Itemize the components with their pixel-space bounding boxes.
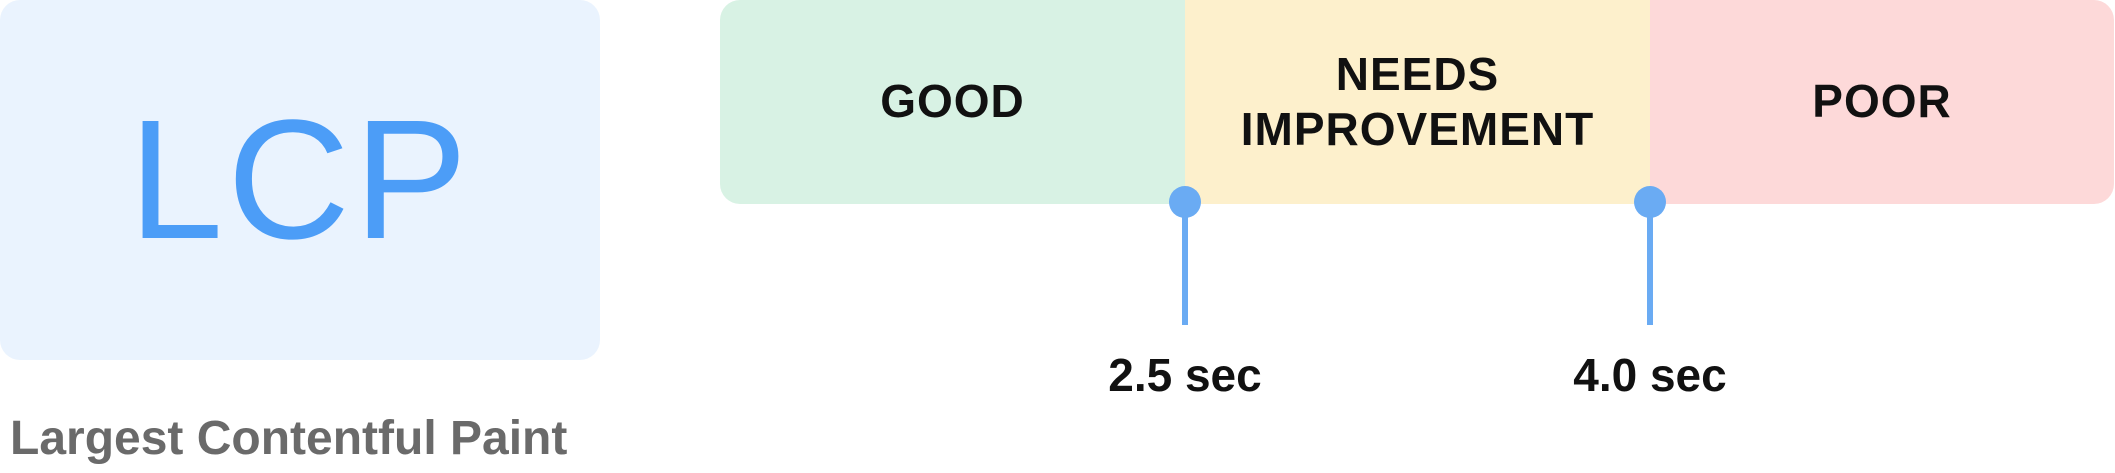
marker-dot xyxy=(1634,186,1666,218)
segment-good: GOOD xyxy=(720,0,1185,204)
marker-line xyxy=(1647,206,1653,325)
segment-needs-improvement: NEEDS IMPROVEMENT xyxy=(1185,0,1650,204)
segment-poor: POOR xyxy=(1650,0,2114,204)
marker-line xyxy=(1182,206,1188,325)
threshold-bar: GOOD NEEDS IMPROVEMENT POOR xyxy=(720,0,2114,204)
threshold-marker-good xyxy=(1168,186,1202,326)
metric-card: LCP xyxy=(0,0,600,360)
threshold-marker-poor xyxy=(1633,186,1667,326)
metric-abbreviation: LCP xyxy=(128,85,472,275)
metric-full-name: Largest Contentful Paint xyxy=(10,412,568,465)
threshold-label-good: 2.5 sec xyxy=(1108,349,1262,401)
threshold-label-poor: 4.0 sec xyxy=(1573,349,1727,401)
marker-dot xyxy=(1169,186,1201,218)
